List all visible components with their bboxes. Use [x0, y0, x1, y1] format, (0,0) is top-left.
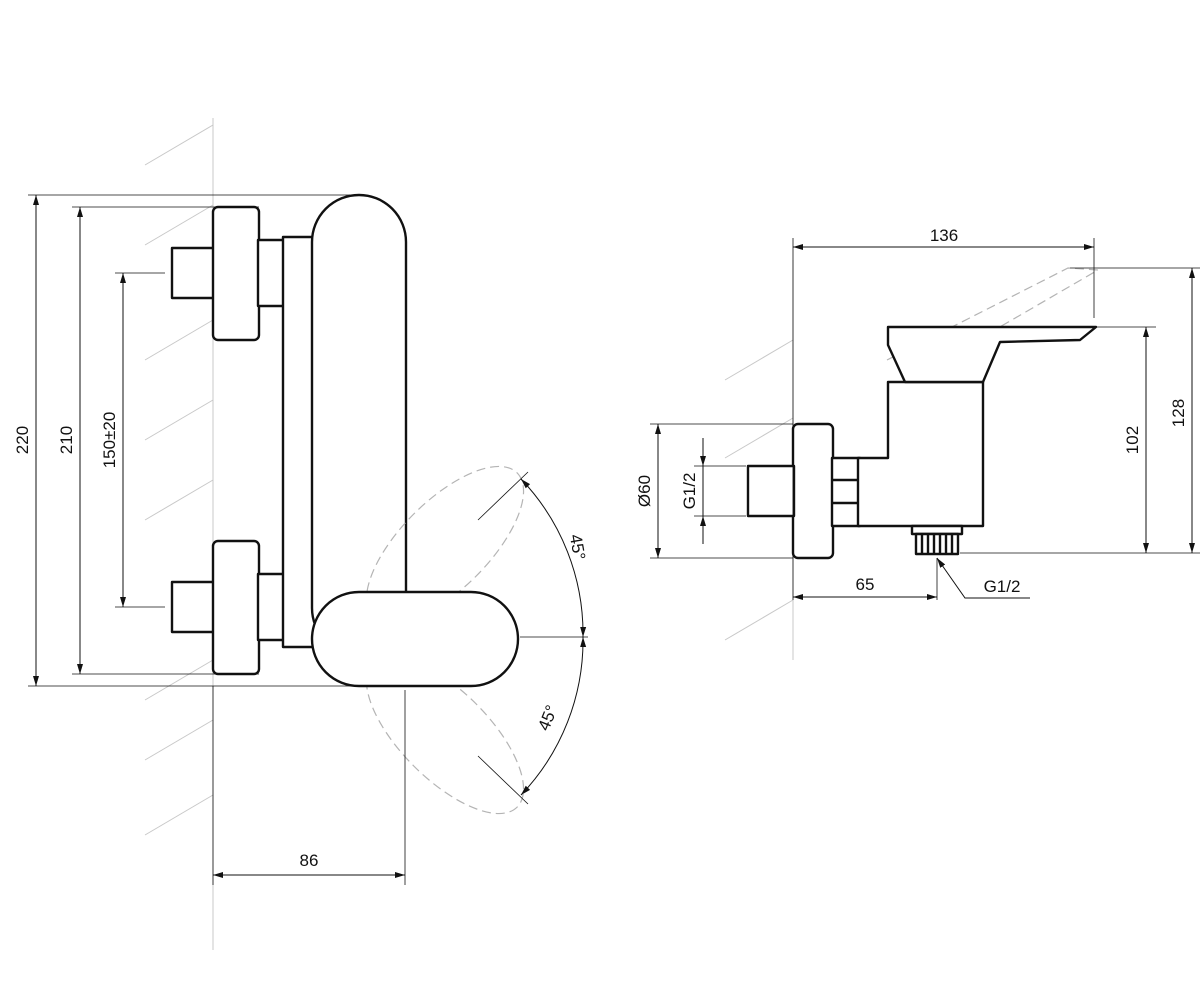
- leader-g12-outlet: [936, 557, 1030, 599]
- label-220: 220: [13, 426, 32, 454]
- wall-hatching: [144, 118, 214, 950]
- label-angle-lower: 45°: [534, 702, 561, 733]
- label-86: 86: [300, 851, 319, 870]
- wall-flange: [791, 422, 835, 560]
- label-128: 128: [1169, 399, 1188, 427]
- front-view: 220 210 150±20 86 45° 45°: [13, 118, 589, 950]
- side-mixer-body: [856, 380, 985, 528]
- side-handle: [886, 325, 1098, 384]
- label-136: 136: [930, 226, 958, 245]
- mixer-body: [310, 193, 408, 657]
- mixer-lever: [310, 590, 520, 688]
- side-view: 136 102 128 Ø60 G1/2 65 G1/2: [635, 226, 1200, 660]
- angle-arc-upper: [520, 478, 587, 638]
- label-g12-inlet: G1/2: [680, 473, 699, 510]
- outlet-thread: [910, 524, 964, 556]
- side-wall-hatching: [724, 260, 794, 660]
- upper-wall-connector: [170, 205, 286, 342]
- label-d60: Ø60: [635, 475, 654, 507]
- label-g12-outlet: G1/2: [984, 577, 1021, 596]
- label-150: 150±20: [100, 412, 119, 469]
- label-angle-upper: 45°: [566, 533, 589, 562]
- lower-wall-connector: [170, 539, 286, 676]
- label-102: 102: [1123, 426, 1142, 454]
- back-plate: [281, 235, 317, 649]
- angle-arc-lower: [520, 636, 587, 796]
- label-65: 65: [856, 575, 875, 594]
- hex-nut: [830, 456, 862, 528]
- label-210: 210: [57, 426, 76, 454]
- inlet-connector: [746, 464, 796, 518]
